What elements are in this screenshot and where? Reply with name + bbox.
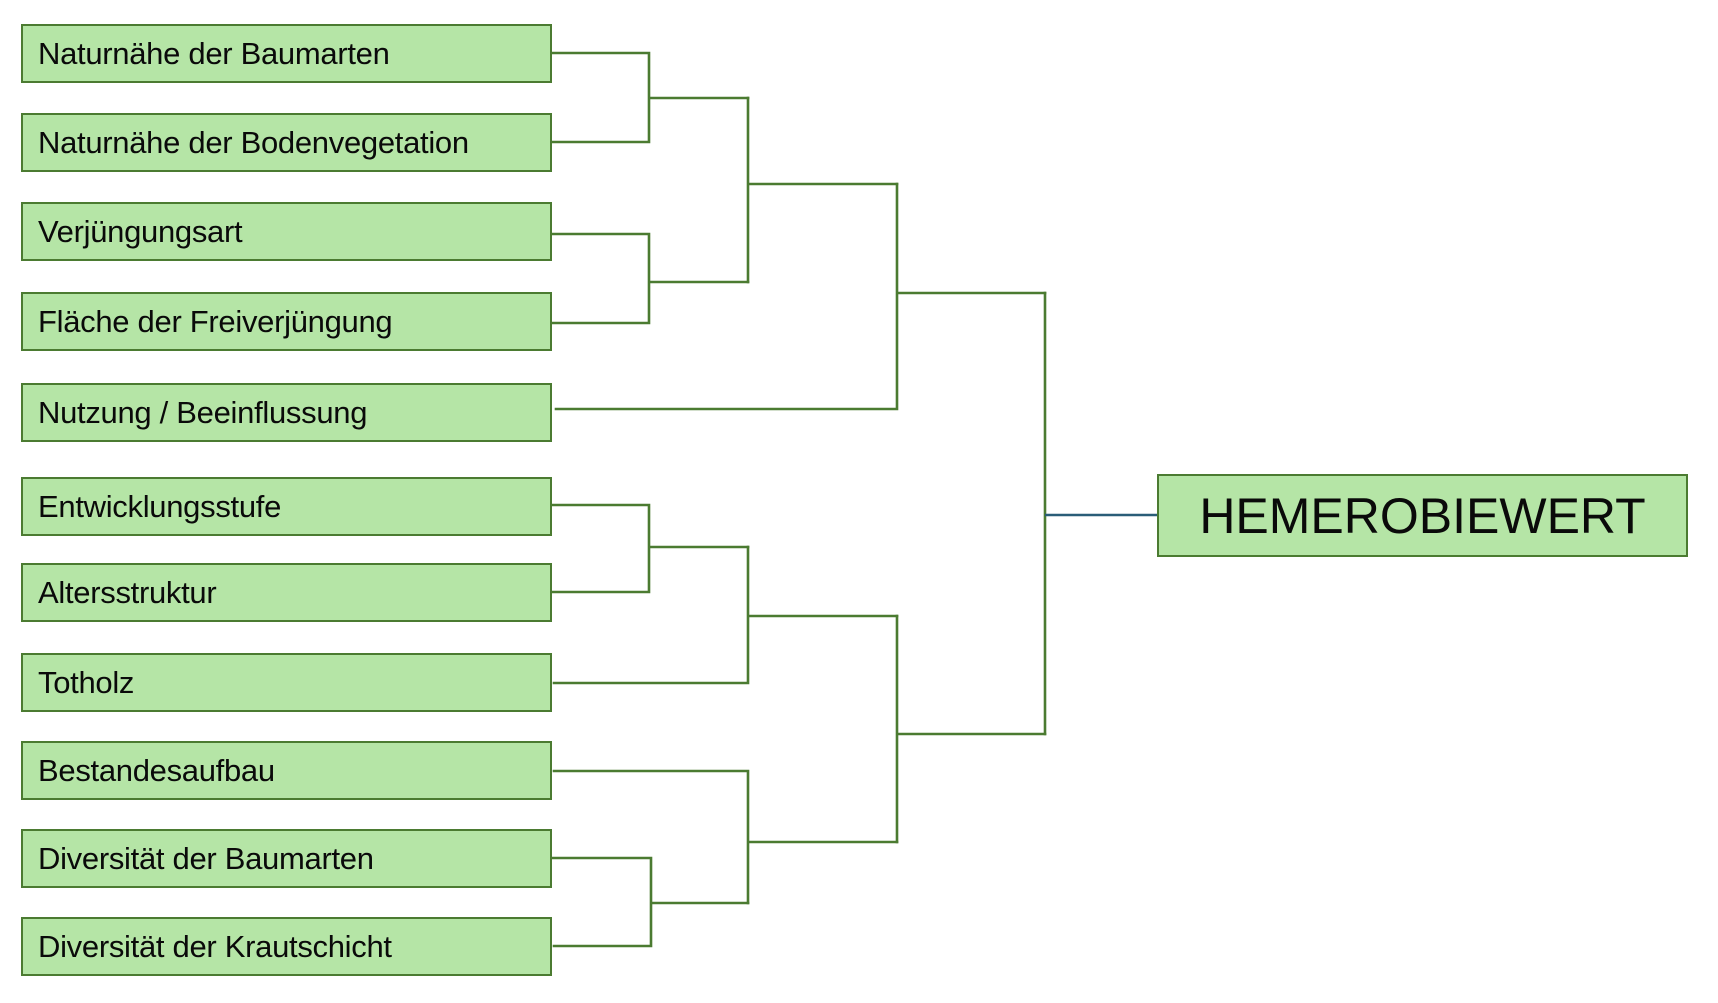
- factor-nutzung-beeinflussung: Nutzung / Beeinflussung: [21, 383, 552, 442]
- factor-label: Diversität der Baumarten: [38, 840, 374, 876]
- factor-flaeche-freiverjuengung: Fläche der Freiverjüngung: [21, 292, 552, 351]
- connector-lower: [895, 614, 1047, 844]
- factor-totholz: Totholz: [21, 653, 552, 712]
- connector-nutzung: [554, 182, 1047, 411]
- factor-diversitaet-baumarten: Diversität der Baumarten: [21, 829, 552, 888]
- factor-label: Naturnähe der Bodenvegetation: [38, 124, 469, 160]
- result-hemerobiewert: HEMEROBIEWERT: [1157, 474, 1688, 557]
- connector-struktur: [550, 503, 750, 594]
- factor-label: Altersstruktur: [38, 574, 217, 610]
- factor-verjuengungsart: Verjüngungsart: [21, 202, 552, 261]
- factor-label: Nutzung / Beeinflussung: [38, 394, 368, 430]
- factor-diversitaet-krautschicht: Diversität der Krautschicht: [21, 917, 552, 976]
- connector-totholz: [552, 545, 899, 685]
- factor-label: Naturnähe der Baumarten: [38, 35, 390, 71]
- factor-naturnaehe-baumarten: Naturnähe der Baumarten: [21, 24, 552, 83]
- factor-bestandesaufbau: Bestandesaufbau: [21, 741, 552, 800]
- result-label: HEMEROBIEWERT: [1199, 487, 1646, 544]
- factor-label: Diversität der Krautschicht: [38, 928, 392, 964]
- factor-naturnaehe-bodenvegetation: Naturnähe der Bodenvegetation: [21, 113, 552, 172]
- factor-altersstruktur: Altersstruktur: [21, 563, 552, 622]
- factor-entwicklungsstufe: Entwicklungsstufe: [21, 477, 552, 536]
- factor-label: Verjüngungsart: [38, 213, 243, 249]
- factor-label: Entwicklungsstufe: [38, 488, 282, 524]
- connector-verjuengung: [550, 232, 750, 325]
- factor-label: Totholz: [38, 664, 135, 700]
- connector-diversitaet: [550, 856, 750, 948]
- factor-label: Fläche der Freiverjüngung: [38, 303, 393, 339]
- connector-bestandesaufbau: [552, 769, 899, 905]
- connector-naturnaehe: [550, 51, 750, 144]
- factor-label: Bestandesaufbau: [38, 752, 275, 788]
- connector-naturnaehe-verjuengung: [746, 96, 899, 284]
